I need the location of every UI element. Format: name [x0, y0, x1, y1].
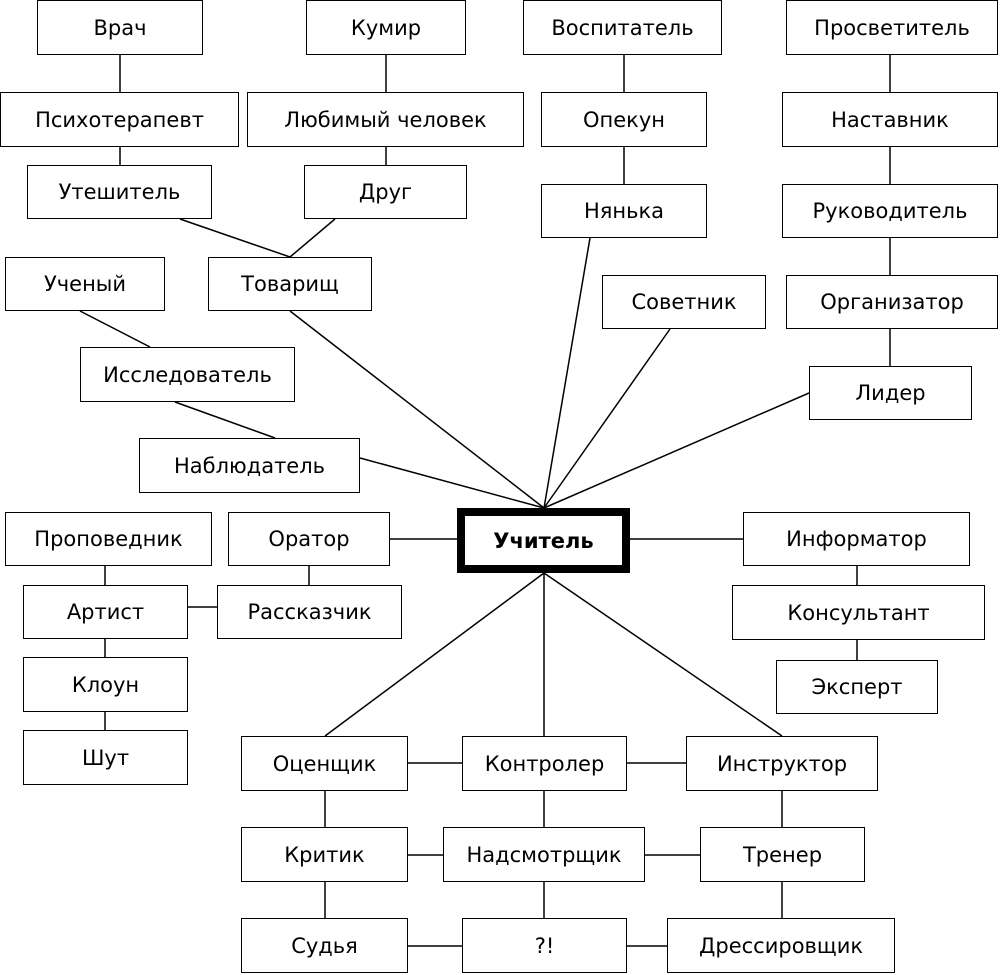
node-rasskazchik: Рассказчик [217, 585, 402, 639]
node-informator: Информатор [743, 512, 970, 566]
node-otsenschik: Оценщик [241, 736, 408, 791]
node-opekun: Опекун [541, 92, 707, 147]
connector [174, 401, 276, 439]
node-nablyudatel: Наблюдатель [139, 438, 360, 493]
node-uteshitel: Утешитель [27, 165, 212, 219]
connector [289, 218, 336, 258]
node-nastavnik: Наставник [782, 92, 998, 147]
node-instruktor: Инструктор [686, 736, 878, 791]
connector [79, 310, 151, 348]
node-kritik: Критик [241, 827, 408, 882]
connector [543, 392, 810, 509]
node-vospitatel: Воспитатель [523, 0, 722, 55]
node-tovarisch: Товарищ [208, 257, 372, 311]
connector [324, 572, 545, 737]
connector [543, 572, 783, 737]
node-kontroler: Контролер [462, 736, 627, 791]
node-shut: Шут [23, 730, 188, 785]
node-kloun: Клоун [23, 657, 188, 712]
node-lider: Лидер [809, 366, 972, 420]
node-ucheny: Ученый [5, 257, 165, 311]
node-psihoterapevt: Психотерапевт [0, 92, 239, 147]
node-propovednik: Проповедник [5, 512, 212, 566]
node-lyubimy: Любимый человек [247, 92, 524, 147]
node-orator: Оратор [228, 512, 390, 566]
node-konsultant: Консультант [732, 585, 985, 640]
connector [289, 310, 545, 509]
node-vrach: Врач [37, 0, 203, 55]
node-kumir: Кумир [306, 0, 466, 55]
connector [543, 328, 671, 509]
connector [179, 218, 291, 258]
node-ekspert: Эксперт [776, 660, 938, 714]
node-question: ?! [462, 918, 627, 973]
node-dressirovschik: Дрессировщик [667, 918, 895, 973]
node-sudya: Судья [241, 918, 408, 973]
node-uchitel-center: Учитель [457, 508, 630, 573]
node-artist: Артист [23, 585, 188, 639]
node-nadsmotrschik: Надсмотрщик [443, 827, 645, 882]
node-rukovoditel: Руководитель [782, 184, 998, 238]
connector [359, 457, 545, 509]
node-prosvetitel: Просветитель [786, 0, 998, 55]
node-drug: Друг [304, 165, 467, 219]
node-issledovatel: Исследователь [80, 347, 295, 402]
node-organizator: Организатор [786, 275, 998, 329]
connector [543, 237, 591, 509]
node-sovetnik: Советник [602, 275, 766, 329]
node-nyanka: Нянька [541, 184, 707, 238]
node-trener: Тренер [700, 827, 865, 882]
